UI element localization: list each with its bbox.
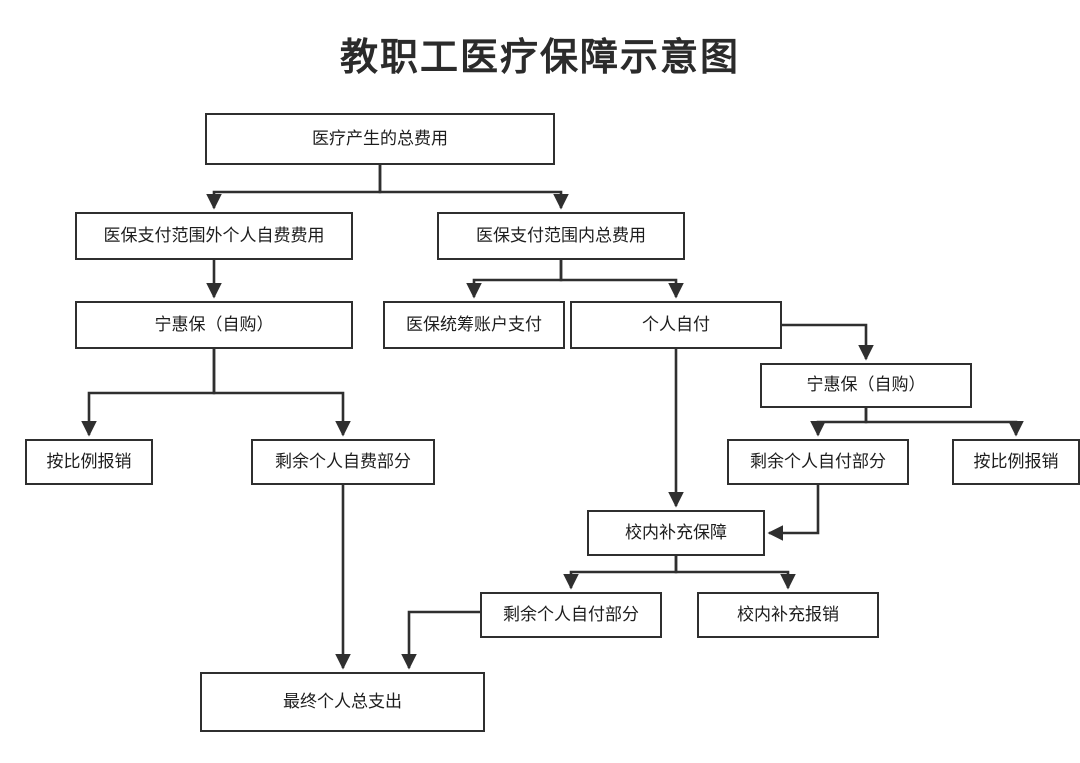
node-label: 宁惠保（自购） (154, 314, 274, 334)
edge-remaining-personal-to-campus (767, 485, 820, 541)
node-label: 剩余个人自付部分 (503, 604, 639, 624)
node-in-scope-total[interactable]: 医保支付范围内总费用 (437, 212, 685, 260)
node-campus-reimburse[interactable]: 校内补充报销 (697, 592, 879, 638)
edge-in-scope-to-personal (559, 260, 684, 299)
edge-ninghuibao-r-to-reimburse (864, 408, 1024, 437)
node-campus-supplement[interactable]: 校内补充保障 (587, 510, 765, 556)
node-ninghuibao-right[interactable]: 宁惠保（自购） (760, 363, 972, 408)
edge-total-to-out-of-scope (206, 165, 382, 210)
node-final-total-expense[interactable]: 最终个人总支出 (200, 672, 485, 732)
node-remaining-selfpay[interactable]: 剩余个人自费部分 (251, 439, 435, 485)
node-label: 医疗产生的总费用 (312, 128, 448, 148)
node-remaining-personal[interactable]: 剩余个人自付部分 (727, 439, 909, 485)
node-reimburse-left[interactable]: 按比例报销 (25, 439, 153, 485)
node-label: 医保统筹账户支付 (406, 314, 542, 334)
node-total-cost[interactable]: 医疗产生的总费用 (205, 113, 555, 165)
node-label: 最终个人总支出 (283, 691, 402, 711)
node-label: 个人自付 (642, 314, 710, 334)
page-title: 教职工医疗保障示意图 (339, 35, 740, 79)
edge-personal-to-ninghuibao (782, 323, 874, 361)
edge-ninghuibao-to-reimburse (81, 349, 216, 437)
node-personal-pay[interactable]: 个人自付 (570, 301, 782, 349)
node-label: 按比例报销 (973, 451, 1059, 471)
node-reimburse-right[interactable]: 按比例报销 (952, 439, 1080, 485)
node-pooled-account-pay[interactable]: 医保统筹账户支付 (383, 301, 565, 349)
node-label: 校内补充保障 (625, 522, 727, 542)
edge-ninghuibao-to-remaining (212, 349, 351, 437)
edge-campus-to-remaining-2 (563, 556, 678, 590)
node-label: 剩余个人自费部分 (275, 451, 411, 471)
node-remaining-personal-2[interactable]: 剩余个人自付部分 (480, 592, 662, 638)
node-label: 医保支付范围内总费用 (476, 225, 646, 245)
edge-ninghuibao-r-to-remaining (810, 408, 868, 437)
node-ninghuibao-left[interactable]: 宁惠保（自购） (75, 301, 353, 349)
edge-campus-to-reimburse (674, 556, 796, 590)
node-label: 校内补充报销 (737, 604, 839, 624)
node-label: 医保支付范围外个人自费费用 (103, 225, 325, 245)
edge-in-scope-to-pooled (466, 260, 563, 299)
node-label: 剩余个人自付部分 (750, 451, 886, 471)
node-label: 宁惠保（自购） (806, 375, 926, 395)
edge-total-to-in-scope (378, 165, 569, 210)
node-label: 按比例报销 (46, 451, 132, 471)
edge-remaining-2-to-final (401, 610, 480, 670)
node-out-of-scope-selfpay[interactable]: 医保支付范围外个人自费费用 (75, 212, 353, 260)
